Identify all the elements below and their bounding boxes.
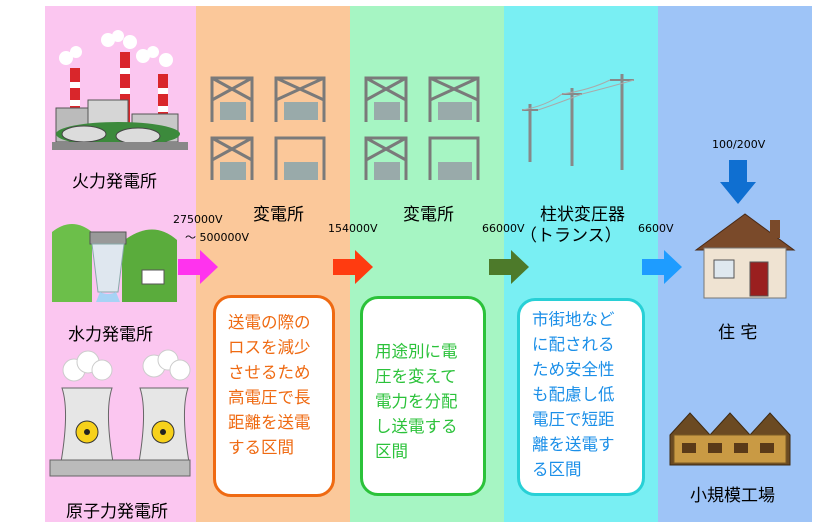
pole-transformer-label: 柱状変圧器 — [540, 205, 625, 225]
note-line: に配される — [532, 335, 615, 354]
note-line: 距離を送電 — [228, 413, 311, 432]
voltage-household: 100/200V — [712, 138, 766, 151]
hydro-plant-icon — [52, 224, 177, 302]
note-long-distance: 送電の際の ロスを減少 させるため 高電圧で長 距離を送電 する区間 — [213, 295, 335, 497]
voltage-substation-1: 154000V — [328, 222, 378, 235]
factory-label: 小規模工場 — [690, 486, 775, 506]
down-arrow-icon — [720, 160, 756, 204]
thermal-plant-icon — [52, 30, 188, 150]
flow-arrow-3 — [489, 250, 529, 284]
thermal-plant-label: 火力発電所 — [72, 172, 157, 192]
note-line: させるため — [228, 363, 311, 382]
flow-arrow-2 — [333, 250, 373, 284]
house-label: 住 宅 — [718, 323, 758, 343]
voltage-generation-1: 275000V — [173, 213, 223, 226]
voltage-substation-2: 66000V — [482, 222, 525, 235]
flow-arrow-4 — [642, 250, 682, 284]
note-line: も配慮し低 — [532, 385, 615, 404]
utility-pole-icon — [521, 74, 635, 170]
note-line: し送電する — [375, 417, 458, 436]
hydro-plant-label: 水力発電所 — [68, 325, 153, 345]
note-low-voltage: 市街地など に配される ため安全性 も配慮し低 電圧で短距 離を送電す る区間 — [517, 298, 645, 496]
voltage-generation-2: ～ 500000V — [185, 231, 250, 244]
note-line: 電力を分配 — [375, 392, 458, 411]
note-line: ロスを減少 — [228, 338, 311, 357]
substation-2-label: 変電所 — [403, 205, 454, 225]
substation-tower-icon-2 — [364, 76, 480, 180]
nuclear-plant-icon — [49, 349, 191, 477]
note-line: 用途別に電 — [375, 342, 458, 361]
note-line: 圧を変えて — [375, 367, 457, 386]
note-line: 送電の際の — [228, 313, 311, 332]
note-line: 離を送電す — [532, 435, 615, 454]
nuclear-plant-label: 原子力発電所 — [66, 502, 168, 522]
note-line: 市街地など — [532, 310, 615, 329]
note-line: 電圧で短距 — [532, 410, 615, 429]
substation-1-label: 変電所 — [253, 205, 304, 225]
note-line: る区間 — [532, 460, 582, 479]
voltage-pole: 6600V — [638, 222, 674, 235]
note-line: する区間 — [228, 438, 294, 457]
note-distribution: 用途別に電 圧を変えて 電力を分配 し送電する 区間 — [360, 296, 486, 496]
factory-icon — [669, 412, 791, 466]
note-line: 高電圧で長 — [228, 388, 311, 407]
house-icon — [694, 213, 796, 299]
pole-transformer-sublabel: （トランス） — [520, 226, 622, 246]
note-line: 区間 — [375, 442, 408, 461]
substation-tower-icon — [210, 76, 326, 180]
flow-arrow-1 — [178, 250, 218, 284]
note-line: ため安全性 — [532, 360, 615, 379]
